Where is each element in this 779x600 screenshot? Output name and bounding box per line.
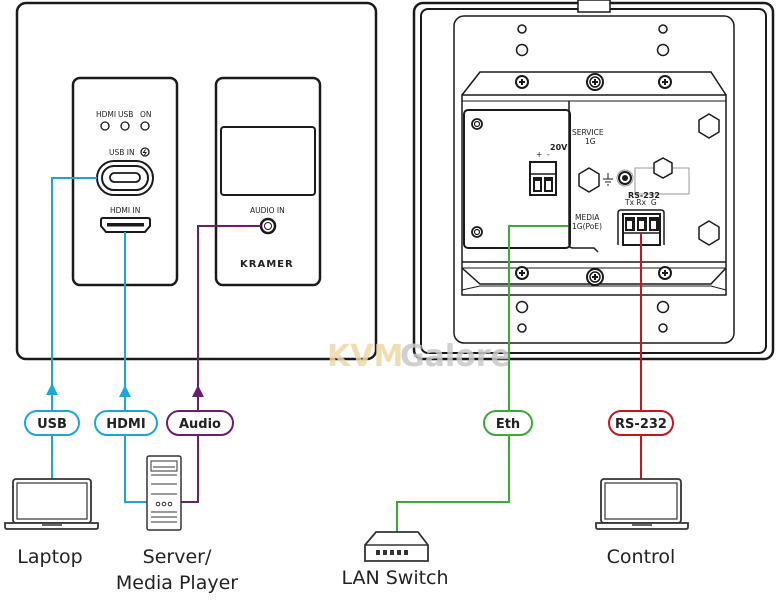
svg-text:Audio: Audio bbox=[179, 417, 221, 432]
usb-c-port bbox=[96, 160, 154, 196]
usb-in-label: USB IN bbox=[109, 148, 135, 157]
media-label: MEDIA bbox=[575, 213, 600, 222]
control-label: Control bbox=[607, 546, 676, 568]
power-minus-label: - bbox=[547, 150, 550, 159]
hdmi-cable bbox=[124, 232, 148, 503]
media-player-label: Media Player bbox=[116, 572, 238, 594]
ethernet-cable bbox=[396, 225, 568, 550]
lan-switch-device: LAN Switch bbox=[341, 531, 449, 589]
audio-arrow-icon bbox=[192, 385, 204, 397]
service-label: SERVICE bbox=[572, 128, 604, 137]
svg-text:Eth: Eth bbox=[496, 417, 520, 432]
server-device: Server/ Media Player bbox=[116, 455, 238, 594]
cable-labels: USB HDMI Audio Eth RS-232 bbox=[24, 410, 674, 436]
rs232-pins-label: Tx Rx G bbox=[624, 198, 657, 207]
svg-text:USB: USB bbox=[37, 417, 67, 432]
usb-pill: USB bbox=[24, 410, 80, 436]
power-terminal-block bbox=[529, 161, 557, 196]
svg-text:Galore: Galore bbox=[400, 339, 511, 374]
audio-cable bbox=[180, 225, 261, 503]
audio-pill: Audio bbox=[166, 410, 234, 436]
kramer-logo: KRAMER bbox=[240, 259, 294, 270]
power-plus-label: + bbox=[536, 150, 542, 159]
media-poe-label: 1G(PoE) bbox=[572, 222, 602, 231]
mounting-holes bbox=[515, 24, 670, 333]
laptop-label: Laptop bbox=[17, 546, 82, 568]
audio-jack bbox=[259, 217, 277, 235]
screws bbox=[515, 73, 672, 286]
rs232-terminal-block bbox=[617, 209, 665, 246]
laptop-device: Laptop bbox=[4, 478, 99, 568]
led-label-usb: USB bbox=[118, 110, 133, 119]
rs232-port-label: RS-232 bbox=[628, 191, 660, 200]
power-delivery-icon bbox=[140, 147, 150, 157]
svg-text:HDMI: HDMI bbox=[106, 417, 145, 432]
label-window bbox=[220, 126, 316, 196]
hdmi-port bbox=[100, 217, 151, 233]
rs232-pill: RS-232 bbox=[608, 410, 674, 436]
hdmi-in-label: HDMI IN bbox=[110, 206, 140, 215]
audio-module: AUDIO IN KRAMER bbox=[214, 76, 322, 287]
power-voltage-label: 20V bbox=[550, 143, 568, 152]
control-device: Control bbox=[595, 478, 689, 568]
control-laptop-icon bbox=[595, 478, 689, 530]
audio-in-label: AUDIO IN bbox=[250, 206, 285, 215]
front-wall-plate: HDMI USB ON USB IN HDMI IN bbox=[15, 1, 378, 361]
led-label-hdmi: HDMI bbox=[96, 110, 116, 119]
svg-text:KVM: KVM bbox=[327, 339, 403, 374]
led-usb bbox=[120, 121, 130, 131]
server-tower-icon bbox=[146, 455, 182, 531]
eth-pill: Eth bbox=[483, 410, 533, 436]
laptop-icon bbox=[4, 478, 99, 530]
service-speed-label: 1G bbox=[585, 137, 596, 146]
lan-switch-label: LAN Switch bbox=[341, 567, 448, 589]
led-on bbox=[140, 121, 150, 131]
service-port bbox=[616, 169, 634, 187]
panel-holes bbox=[471, 118, 483, 238]
watermark: KVM Galore bbox=[327, 339, 511, 374]
hdmi-arrow-icon bbox=[119, 385, 131, 397]
input-module: HDMI USB ON USB IN HDMI IN bbox=[71, 76, 179, 287]
server-label: Server/ bbox=[143, 546, 212, 568]
ground-icon bbox=[603, 173, 613, 186]
led-hdmi bbox=[100, 121, 110, 131]
svg-text:RS-232: RS-232 bbox=[615, 417, 667, 432]
usb-arrow-icon bbox=[46, 383, 58, 395]
hdmi-pill: HDMI bbox=[94, 410, 158, 436]
rear-panel: 20V + - SERVICE 1G RS-232 Tx Rx G bbox=[412, 0, 775, 361]
led-label-on: ON bbox=[140, 110, 152, 119]
hex-nut bbox=[578, 167, 600, 193]
cables bbox=[46, 177, 642, 550]
network-switch-icon bbox=[364, 531, 429, 562]
